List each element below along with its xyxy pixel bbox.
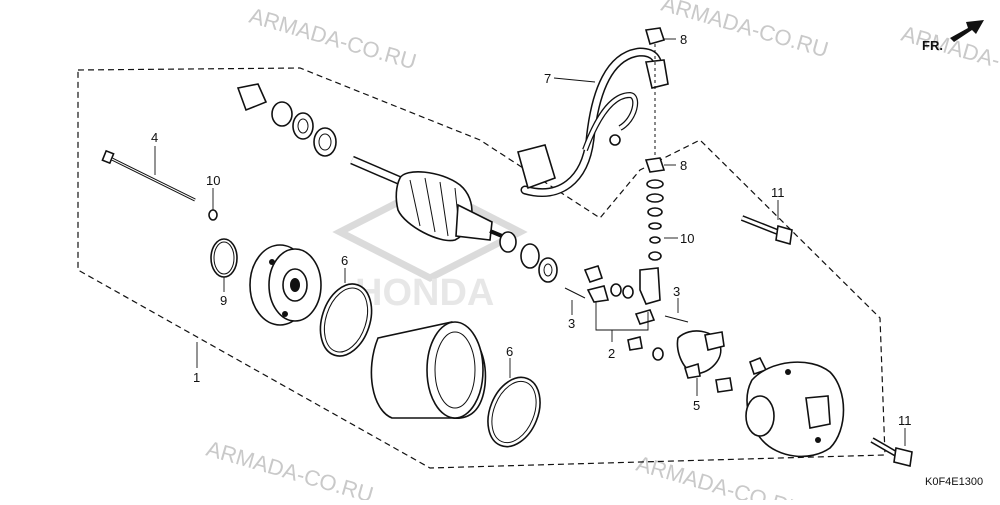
watermark-text: ARMADA-CO.RU: [204, 436, 377, 500]
callout-8-lower: 8: [680, 158, 687, 173]
watermark-text: ARMADA-CO.RU: [899, 21, 1000, 93]
rear-cover: [745, 356, 845, 458]
callout-1: 1: [193, 370, 200, 385]
callout-11-lower: 11: [898, 413, 912, 428]
o-ring-part-9: [210, 238, 238, 278]
watermark-text: ARMADA-CO.RU: [247, 3, 420, 75]
callout-8-upper: 8: [680, 32, 687, 47]
callout-4: 4: [151, 130, 158, 145]
direction-label: FR.: [922, 38, 943, 53]
leader-lines: [154, 38, 906, 446]
bolt-part-11-lower: [870, 437, 913, 467]
callout-6-lower: 6: [506, 344, 513, 359]
callout-11-upper: 11: [771, 185, 785, 200]
callout-6-upper: 6: [341, 253, 348, 268]
callout-5: 5: [693, 398, 700, 413]
washer-stack-armature: [499, 231, 558, 283]
arrow-icon: [950, 20, 984, 42]
front-cover: [249, 244, 322, 326]
bolt-part-11-upper: [740, 215, 793, 246]
cable-part-7: [517, 47, 669, 198]
armature: [350, 155, 503, 242]
bolt-part-4: [101, 149, 196, 202]
o-ring-part-6-lower: [487, 376, 541, 448]
brush-terminal-set: [564, 265, 689, 361]
callout-10-right: 10: [680, 231, 694, 246]
callout-2: 2: [608, 346, 615, 361]
terminal-hardware-stack: [644, 27, 666, 261]
motor-yoke: [370, 321, 487, 419]
callout-7: 7: [544, 71, 551, 86]
o-ring-part-6-upper: [319, 283, 373, 357]
callout-9: 9: [220, 293, 227, 308]
diagram-code: K0F4E1300: [925, 476, 983, 488]
brush-holder-part-5: [676, 330, 733, 393]
front-direction-arrow: FR.: [922, 20, 984, 53]
callout-3-left: 3: [568, 316, 575, 331]
washer-stack-upper: [236, 83, 337, 157]
honda-watermark-text: HONDA: [355, 272, 494, 314]
callout-10-left: 10: [206, 173, 220, 188]
callout-3-right: 3: [673, 284, 680, 299]
assembly-outline: [77, 67, 886, 469]
washer-part-10-left: [208, 209, 218, 221]
